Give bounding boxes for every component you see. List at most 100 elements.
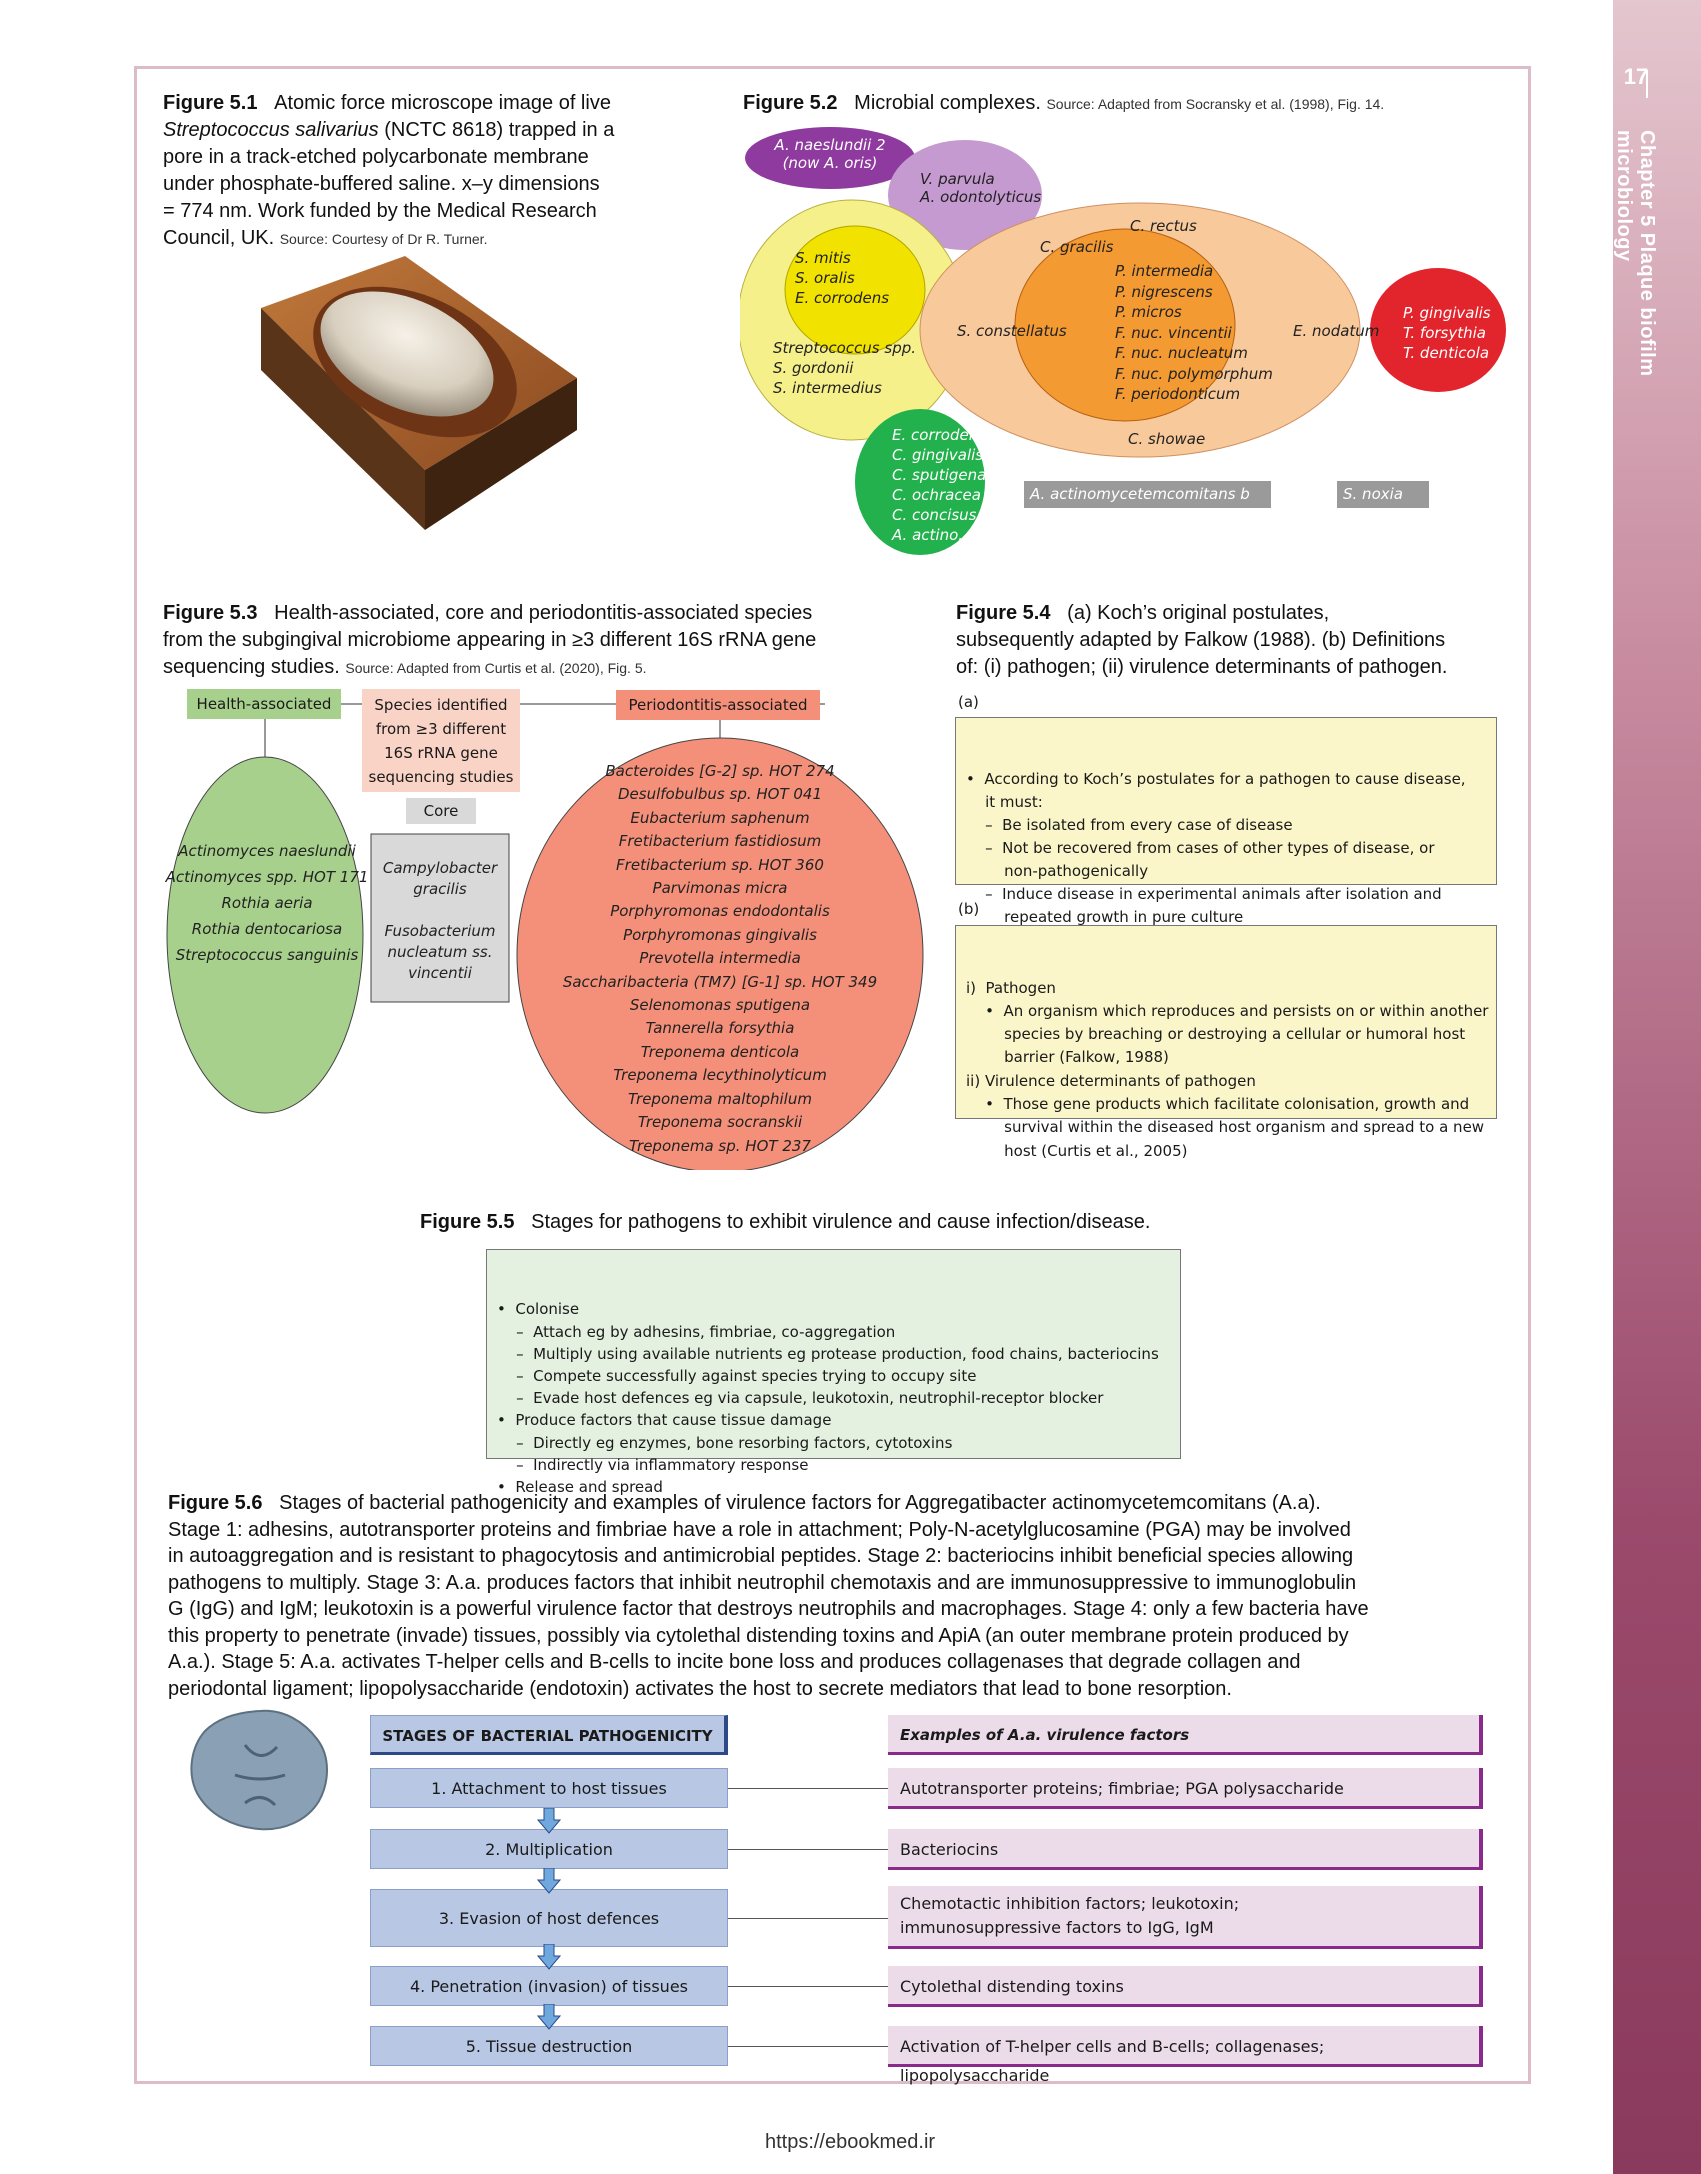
fig52-source: Source: Adapted from Socransky et al. (1… [1046, 96, 1385, 112]
fig56-line7: A.a.). Stage 5: A.a. activates T-helper … [168, 1651, 1301, 1673]
fig51-label: Figure 5.1 [163, 92, 258, 114]
fig54-line3: of: (i) pathogen; (ii) virulence determi… [956, 656, 1448, 678]
grey-complex-2 [1337, 481, 1429, 508]
arrow-down-icon [537, 2004, 561, 2030]
fig56-line2: Stage 1: adhesins, autotransporter prote… [168, 1518, 1351, 1541]
c-showae: C. showae [1128, 430, 1206, 448]
arrow-down-icon [537, 1868, 561, 1894]
bacterium-image [190, 1709, 328, 1831]
fig53-label: Figure 5.3 [163, 602, 258, 624]
arrow-down-icon [537, 1808, 561, 1834]
fig51-line3: pore in a track-etched polycarbonate mem… [163, 146, 589, 168]
fig53-line2: from the subgingival microbiome appearin… [163, 629, 817, 651]
fig51-caption: Figure 5.1 Atomic force microscope image… [163, 90, 693, 253]
fig52-title: Microbial complexes. [854, 92, 1041, 114]
example-4: Cytolethal distending toxins [888, 1966, 1483, 2007]
fig56-line4: pathogens to multiply. Stage 3: A.a. pro… [168, 1571, 1357, 1594]
fig51-line5: = 774 nm. Work funded by the Medical Res… [163, 200, 597, 222]
fig51-line4: under phosphate-buffered saline. x–y dim… [163, 173, 600, 195]
fig56-line5: G (IgG) and IgM; leukotoxin is a powerfu… [168, 1598, 1369, 1620]
page-number-rule [1646, 70, 1648, 98]
grey-label-2: S. noxia [1343, 485, 1403, 503]
stages-header: STAGES OF BACTERIAL PATHOGENICITY [370, 1715, 728, 1755]
chapter-sidebar [1613, 0, 1701, 2174]
example-2: Bacteriocins [888, 1829, 1483, 1870]
chapter-title: Chapter 5 Plaque biofilm microbiology [1613, 130, 1658, 377]
fig56-line6: this property to penetrate (invade) tiss… [168, 1624, 1349, 1647]
footer-url[interactable]: https://ebookmed.ir [764, 2131, 936, 2153]
connector-4 [728, 1986, 888, 1987]
health-ellipse [166, 756, 364, 1114]
stage-1: 1. Attachment to host tissues [370, 1768, 728, 1808]
purple-label: A. naeslundii 2(now A. oris) [774, 136, 886, 172]
fig54-b-label: (b) [958, 900, 980, 918]
connector-1 [728, 1788, 888, 1789]
core-title: Core [406, 798, 476, 824]
yellow-inner [784, 225, 926, 355]
complexes-diagram [740, 127, 1506, 555]
fig51-line6: Council, UK. [163, 227, 275, 249]
lilac-complex [888, 140, 1042, 250]
fig51-line1: Atomic force microscope image of live [274, 92, 611, 114]
fig54-line2: subsequently adapted by Falkow (1988). (… [956, 629, 1446, 651]
fig55-label: Figure 5.5 [420, 1211, 515, 1233]
fig56-line3: in autoaggregation and is resistant to p… [168, 1545, 1354, 1567]
c-gracilis: C. gracilis [1040, 238, 1114, 256]
example-5: Activation of T-helper cells and B-cells… [888, 2026, 1483, 2085]
page-number: 17 [1623, 64, 1649, 89]
fig53-line3: sequencing studies. [163, 656, 340, 678]
virulence-stages-box: • Colonise – Attach eg by adhesins, fimb… [486, 1249, 1181, 1496]
stage-2: 2. Multiplication [370, 1829, 728, 1869]
fig55-title: Stages for pathogens to exhibit virulenc… [531, 1211, 1151, 1233]
c-rectus: C. rectus [1130, 217, 1197, 235]
arrow-down-icon [537, 1944, 561, 1970]
stage-4: 4. Penetration (invasion) of tissues [370, 1966, 728, 2006]
connector-2 [728, 1849, 888, 1850]
fig53-caption: Figure 5.3 Health-associated, core and p… [163, 600, 923, 682]
core-box [370, 833, 510, 1003]
fig55-caption: Figure 5.5 Stages for pathogens to exhib… [420, 1209, 1320, 1236]
green-complex [855, 409, 985, 555]
perio-ellipse [516, 737, 924, 1170]
fig53-source: Source: Adapted from Curtis et al. (2020… [345, 660, 647, 676]
health-title: Health-associated [187, 689, 341, 719]
stage-5: 5. Tissue destruction [370, 2026, 728, 2066]
fig52-label: Figure 5.2 [743, 92, 838, 114]
red-complex [1370, 268, 1506, 392]
grey-complex-1 [1024, 481, 1271, 508]
example-1: Autotransporter proteins; fimbriae; PGA … [888, 1768, 1483, 1809]
fig54-line1: (a) Koch’s original postulates, [1067, 602, 1330, 624]
fig51-line2: (NCTC 8618) trapped in a [384, 119, 615, 141]
fig51-source: Source: Courtesy of Dr R. Turner. [279, 231, 488, 247]
koch-postulates-box: • According to Koch’s postulates for a p… [955, 717, 1497, 926]
subgingival-diagram [166, 703, 924, 1170]
examples-header: Examples of A.a. virulence factors [888, 1715, 1483, 1755]
connector-5 [728, 2046, 888, 2047]
fig54-caption: Figure 5.4 (a) Koch’s original postulate… [956, 600, 1516, 681]
grey-label-1: A. actinomycetemcomitans b [1030, 485, 1250, 503]
afm-image [261, 256, 577, 530]
fig56-line1: Stages of bacterial pathogenicity and ex… [279, 1492, 1321, 1514]
s-constellatus: S. constellatus [957, 322, 1067, 340]
page-frame [134, 66, 1531, 2084]
purple-complex [745, 127, 915, 189]
definitions-box: i) Pathogen • An organism which reproduc… [955, 925, 1497, 1160]
connector-3 [728, 1918, 888, 1919]
orange-inner [1014, 228, 1236, 422]
stage-3: 3. Evasion of host defences [370, 1889, 728, 1947]
fig56-label: Figure 5.6 [168, 1492, 263, 1514]
fig56-line8: periodontal ligament; lipopolysaccharide… [168, 1677, 1232, 1700]
fig53-line1: Health-associated, core and periodontiti… [274, 602, 813, 624]
fig56-caption: Figure 5.6 Stages of bacterial pathogeni… [168, 1490, 1508, 1702]
fig51-species: Streptococcus salivarius [163, 119, 379, 141]
fig54-label: Figure 5.4 [956, 602, 1051, 624]
